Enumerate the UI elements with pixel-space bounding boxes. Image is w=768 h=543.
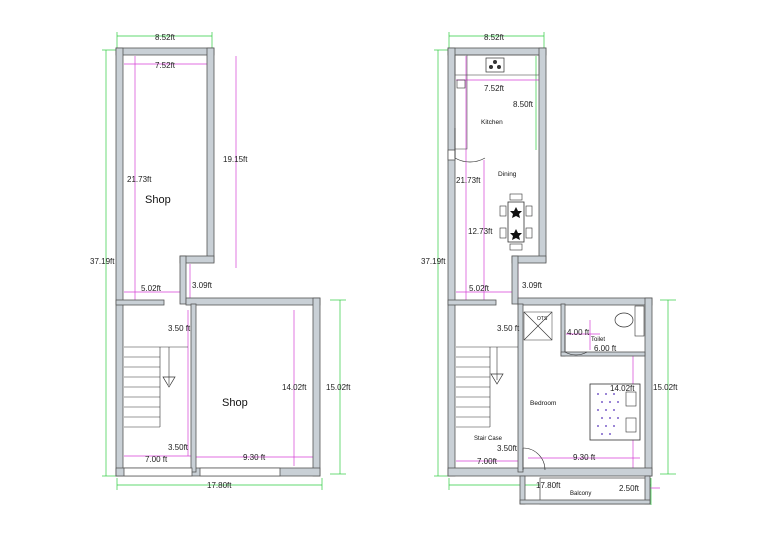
bedroom-door[interactable] <box>522 447 546 471</box>
ots-shaft <box>523 311 553 341</box>
left-stair-upper-dim: 3.50 ft <box>168 324 191 333</box>
left-shop-outer-height-dim: 15.02ft <box>326 383 351 392</box>
room-stair-case: Stair Case <box>474 436 503 442</box>
right-bed-width-dim: 9.30 ft <box>573 453 596 462</box>
right-stair-width-dim: 7.00ft <box>477 457 498 466</box>
right-outer-height-dim: 15.02ft <box>653 383 678 392</box>
stove-icon <box>485 57 505 73</box>
left-walls <box>115 47 321 477</box>
left-floor-plan: 8.52ft 7.52ft 21.73ft 19.15ft Shop 37.19… <box>90 32 351 490</box>
left-room-shop-bottom: Shop <box>222 397 248 409</box>
flower-icon <box>510 229 522 240</box>
right-kitchen-width-dim: 7.52ft <box>484 84 505 93</box>
right-step-width-dim: 5.02ft <box>469 284 490 293</box>
left-right-height-dim: 19.15ft <box>223 155 248 164</box>
right-stair-upper-dim: 3.50 ft <box>497 324 520 333</box>
dining-table[interactable] <box>499 193 533 251</box>
room-bedroom: Bedroom <box>530 400 556 407</box>
right-floor-plan: 8.52ft 7.52ft 8.50ft Kitchen Dining 21.7… <box>421 32 678 505</box>
left-dimension-lines <box>102 32 346 490</box>
right-staircase[interactable] <box>456 346 518 428</box>
left-total-height-dim: 37.19ft <box>90 257 115 266</box>
left-top-inner-dim: 7.52ft <box>155 61 176 70</box>
flower-icon <box>510 207 522 218</box>
right-stair-lower-dim: 3.50ft <box>497 444 518 453</box>
left-stair-lower-dim: 3.50ft <box>168 443 189 452</box>
toilet-fixtures <box>564 305 645 356</box>
right-bottom-total-dim: 17.80ft <box>536 481 561 490</box>
room-balcony: Balcony <box>570 491 591 497</box>
left-top-outer-dim: 8.52ft <box>155 33 176 42</box>
kitchen-door[interactable] <box>454 128 486 163</box>
kitchen-counter <box>454 54 540 150</box>
right-walls <box>447 47 653 505</box>
left-step-height-dim: 3.09ft <box>192 281 213 290</box>
left-shop-inner-height-dim: 14.02ft <box>282 383 307 392</box>
right-bed-height-dim: 14.02ft <box>610 384 635 393</box>
left-step-width-dim: 5.02ft <box>141 284 162 293</box>
wc-icon <box>614 312 634 328</box>
right-dining-height-dim: 12.73ft <box>468 227 493 236</box>
left-shop-width-dim: 9.30 ft <box>243 453 266 462</box>
right-step-height-dim: 3.09ft <box>522 281 543 290</box>
left-stair-width-dim: 7.00 ft <box>145 455 168 464</box>
sink-icon <box>456 79 466 89</box>
right-top-outer-dim: 8.52ft <box>484 33 505 42</box>
right-balcony-depth-dim: 2.50ft <box>619 484 640 493</box>
room-ots: OTS <box>537 316 548 322</box>
left-bottom-total-dim: 17.80ft <box>207 481 232 490</box>
stair-arrow-icon <box>162 376 176 388</box>
right-total-height-dim: 37.19ft <box>421 257 446 266</box>
right-toilet-depth-dim: 6.00 ft <box>594 344 617 353</box>
bed[interactable] <box>589 383 641 441</box>
right-inner-height-dim: 21.73ft <box>456 176 481 185</box>
left-inner-height-dim: 21.73ft <box>127 175 152 184</box>
left-room-shop-top: Shop <box>145 194 171 206</box>
stair-arrow-icon <box>490 373 504 385</box>
room-toilet: Toilet <box>591 337 605 343</box>
room-dining: Dining <box>498 171 517 178</box>
right-kitchen-height-dim: 8.50ft <box>513 100 534 109</box>
toilet-door[interactable] <box>564 330 588 356</box>
right-toilet-width-dim: 4.00 ft <box>567 328 590 337</box>
room-kitchen: Kitchen <box>481 119 503 126</box>
left-staircase[interactable] <box>124 346 188 428</box>
